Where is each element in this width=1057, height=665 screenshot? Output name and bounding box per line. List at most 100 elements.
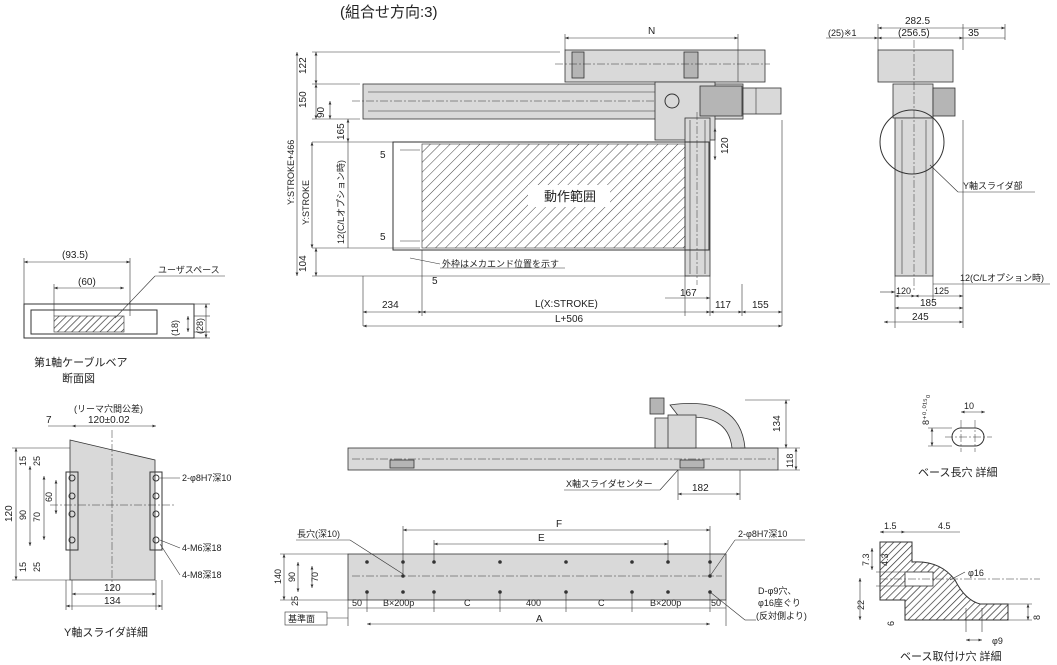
dim-155: 155 bbox=[752, 300, 769, 311]
y-detail-25a: 25 bbox=[32, 456, 42, 466]
side-view: Y軸スライダ部 282.5 (256.5) 35 (25)※1 12(C/Lオプ… bbox=[826, 16, 1050, 328]
cable-dim-93-5: (93.5) bbox=[62, 250, 88, 261]
long-hole-tol: 8⁺⁰·⁰¹⁵₀ bbox=[921, 394, 931, 425]
y-detail-reamer-tol: (リーマ穴間公差) bbox=[74, 403, 143, 414]
cable-outer bbox=[23, 303, 195, 339]
base-dim-140: 140 bbox=[273, 569, 283, 584]
cable-dim-18: (18) bbox=[170, 320, 180, 336]
mount-section bbox=[879, 541, 1009, 621]
long-hole-detail: 10 8⁺⁰·⁰¹⁵₀ ベース長穴 詳細 bbox=[918, 394, 998, 479]
side-dim-25: (25)※1 bbox=[828, 28, 857, 38]
base-dim-c1: C bbox=[464, 598, 471, 608]
base-plate bbox=[347, 553, 727, 601]
dim-n: N bbox=[648, 26, 655, 37]
dim-122: 122 bbox=[298, 57, 309, 74]
dim-l-x-stroke: L(X:STROKE) bbox=[535, 299, 598, 310]
y-detail-120: 120 bbox=[4, 505, 15, 522]
mech-end-frame bbox=[392, 141, 710, 251]
dim-150: 150 bbox=[298, 91, 309, 108]
mount-8: 8 bbox=[1032, 615, 1042, 620]
base-dim-bx200b: B×200p bbox=[650, 598, 681, 608]
y-detail-15a: 15 bbox=[18, 456, 28, 466]
base-d-hole-1: D-φ9穴、 bbox=[758, 585, 796, 596]
frame-note: 外枠はメカエンド位置を示す bbox=[442, 258, 559, 269]
y-detail-pin-holes: 2-φ8H7深10 bbox=[182, 473, 231, 483]
mount-phi16: φ16 bbox=[968, 568, 984, 578]
side-dim-245: 245 bbox=[912, 312, 929, 323]
mount-7-3: 7.3 bbox=[861, 553, 871, 566]
base-dim-70: 70 bbox=[310, 572, 320, 582]
y-slider-plate bbox=[69, 439, 156, 581]
side-dim-125: 125 bbox=[934, 286, 949, 296]
base-dim-bx200a: B×200p bbox=[383, 598, 414, 608]
y-detail-25b: 25 bbox=[32, 562, 42, 572]
dim-234: 234 bbox=[382, 300, 399, 311]
drawing-title: (組合せ方向:3) bbox=[340, 4, 438, 21]
cable-caption-1: 第1軸ケーブルベア bbox=[34, 355, 127, 369]
mount-6: 6 bbox=[886, 621, 896, 626]
base-pin: 2-φ8H7深10 bbox=[738, 529, 787, 539]
cable-caption-2: 断面図 bbox=[62, 371, 95, 385]
base-dim-e: E bbox=[538, 533, 545, 544]
side-cl-option: 12(C/Lオプション時) bbox=[960, 273, 1044, 283]
side-dim-120: 120 bbox=[896, 286, 911, 296]
y-detail-15b: 15 bbox=[18, 562, 28, 572]
cable-dim-60: (60) bbox=[78, 277, 96, 288]
y-detail-90: 90 bbox=[18, 510, 28, 520]
base-dim-a: A bbox=[536, 614, 543, 625]
cable-section: (93.5) (60) ユーザスペース (18) (28) 第1軸ケーブルベア … bbox=[23, 250, 225, 385]
front-x-center: X軸スライダセンター bbox=[566, 478, 653, 489]
base-plan: F E 長穴(深10) 2-φ8H7深10 140 90 70 25 50 B×… bbox=[273, 519, 807, 626]
base-dim-25: 25 bbox=[290, 596, 300, 606]
base-dim-50b: 50 bbox=[711, 598, 721, 608]
base-dim-400: 400 bbox=[526, 598, 541, 608]
y-detail-7: 7 bbox=[46, 415, 52, 426]
dim-117: 117 bbox=[715, 300, 731, 311]
dim-167: 167 bbox=[680, 288, 697, 299]
side-dim-256-5: (256.5) bbox=[898, 28, 930, 39]
dim-5b: 5 bbox=[380, 232, 386, 243]
dim-5c: 5 bbox=[432, 276, 438, 287]
x-motor bbox=[742, 87, 782, 115]
dim-104: 104 bbox=[298, 255, 309, 272]
front-dim-118: 118 bbox=[785, 454, 795, 468]
base-dim-90: 90 bbox=[287, 572, 297, 582]
mount-phi9: φ9 bbox=[992, 636, 1003, 646]
dim-y-stroke-466: Y:STROKE+466 bbox=[286, 140, 296, 205]
dim-5a: 5 bbox=[380, 150, 386, 161]
mount-22: 22 bbox=[856, 600, 866, 610]
main-top-view: 動作範囲 外枠はメカエンド位置を示す N 122 150 90 165 Y:ST… bbox=[286, 26, 783, 328]
base-dim-50a: 50 bbox=[352, 598, 362, 608]
long-hole-10: 10 bbox=[964, 401, 974, 411]
y-slider-detail: (リーマ穴間公差) 120±0.02 7 120 15 25 90 70 60 … bbox=[4, 403, 231, 639]
y-detail-caption: Y軸スライダ詳細 bbox=[64, 625, 148, 639]
base-d-hole-3: (反対側より) bbox=[756, 610, 807, 621]
dim-y-stroke: Y:STROKE bbox=[301, 180, 311, 225]
y-detail-120b: 120 bbox=[104, 583, 121, 594]
dim-l-506: L+506 bbox=[555, 314, 584, 325]
front-dim-134: 134 bbox=[772, 415, 783, 432]
mount-hole-detail: 1.5 4.5 7.3 4.3 φ16 22 6 8 φ9 ベース取付け穴 詳細 bbox=[856, 521, 1042, 663]
base-datum: 基準面 bbox=[288, 613, 315, 624]
base-d-hole-2: φ16座ぐり bbox=[758, 597, 801, 608]
mount-4-5: 4.5 bbox=[938, 521, 951, 531]
y-slider-circle bbox=[879, 109, 945, 175]
dim-cl-option-v: 12(C/Lオプション時) bbox=[336, 160, 346, 244]
dim-90: 90 bbox=[316, 106, 327, 118]
y-detail-60: 60 bbox=[44, 492, 54, 502]
base-dim-f: F bbox=[556, 519, 562, 530]
y-axis-top-housing bbox=[564, 49, 766, 83]
y-detail-m8: 4-M8深18 bbox=[182, 570, 222, 580]
front-view: 134 118 X軸スライダセンター 182 bbox=[347, 397, 800, 500]
side-dim-282-5: 282.5 bbox=[905, 16, 930, 27]
mount-1-5: 1.5 bbox=[884, 521, 897, 531]
side-dim-185: 185 bbox=[920, 298, 937, 309]
y-detail-70: 70 bbox=[32, 512, 42, 522]
front-dim-182: 182 bbox=[692, 483, 709, 494]
y-detail-pitch: 120±0.02 bbox=[88, 415, 130, 426]
mount-4-3: 4.3 bbox=[880, 553, 890, 566]
side-dim-35: 35 bbox=[968, 28, 980, 39]
cable-dim-28: (28) bbox=[195, 318, 205, 334]
y-detail-m6: 4-M6深18 bbox=[182, 543, 222, 553]
